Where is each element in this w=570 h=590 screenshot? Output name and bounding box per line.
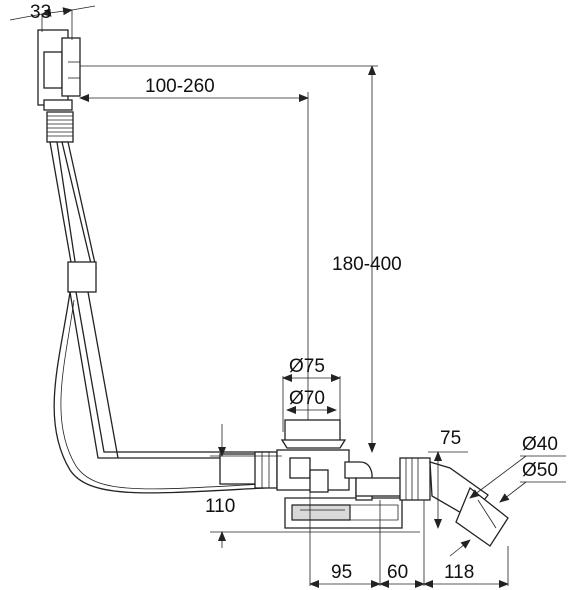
overflow-pipe	[49, 141, 271, 459]
dim-118-label: 118	[444, 562, 474, 583]
outlet-elbow	[344, 457, 509, 547]
dimension-dia40-dia50: Ø40 Ø50	[449, 434, 566, 557]
dim-110-label: 110	[205, 496, 235, 517]
dimension-33: 33	[9, 2, 96, 40]
dim-95-label: 95	[331, 562, 352, 583]
dim-33-label: 33	[30, 2, 51, 23]
dimension-180-400: 180-400	[80, 65, 402, 453]
dimension-110: 110	[205, 424, 420, 548]
dimension-100-260: 100-260	[79, 76, 309, 420]
dim-dia50-label: Ø50	[522, 460, 558, 481]
trap	[284, 497, 403, 529]
horizontal-connector	[219, 451, 278, 489]
dim-60-label: 60	[387, 562, 408, 583]
dim-180-400-label: 180-400	[332, 254, 402, 275]
corrugated-coupling	[46, 111, 74, 143]
overflow-control-head	[37, 29, 81, 111]
dim-100-260-label: 100-260	[145, 76, 215, 97]
waste-valve	[276, 419, 350, 493]
dim-dia40-label: Ø40	[522, 434, 558, 455]
bowden-cable	[53, 291, 266, 494]
dim-75-label: 75	[440, 428, 461, 449]
dim-dia70-label: Ø70	[289, 388, 325, 409]
dimension-bottom-chain: 95 60 118	[309, 492, 509, 588]
dimension-75: 75	[428, 428, 468, 529]
dim-dia75-label: Ø75	[289, 356, 325, 377]
dimension-dia75-dia70: Ø75 Ø70	[282, 356, 341, 432]
